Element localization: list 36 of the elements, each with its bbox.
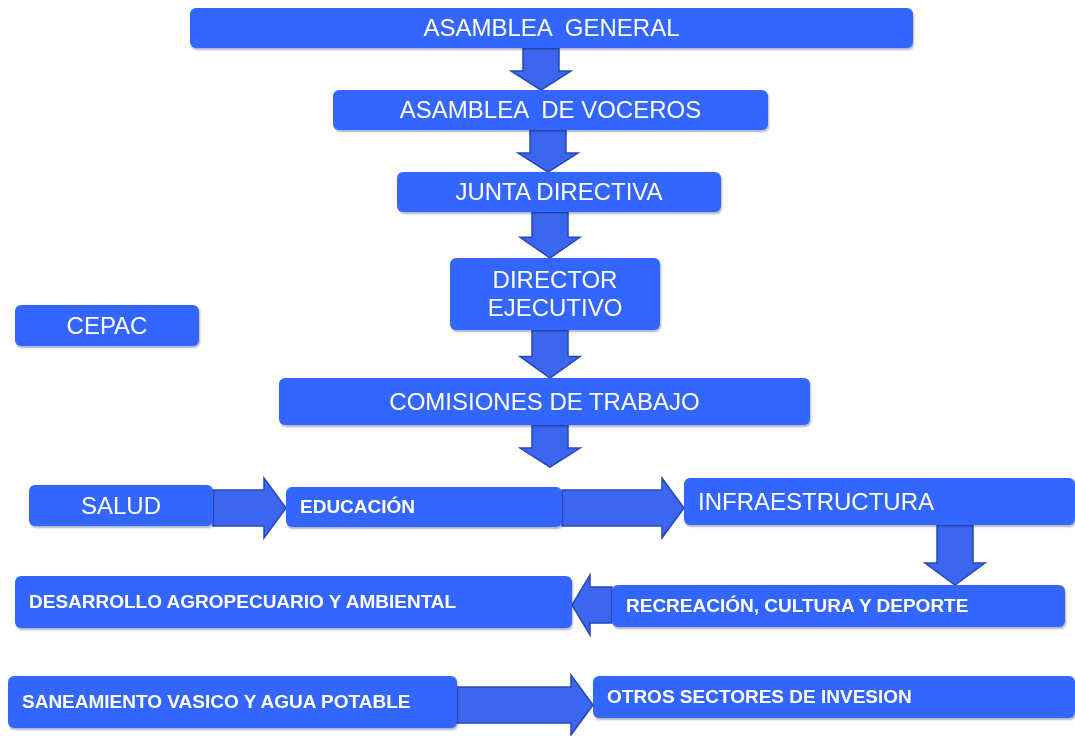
box-label: DIRECTOR EJECUTIVO	[486, 266, 624, 322]
org-box	[397, 172, 721, 212]
block-arrow	[922, 524, 988, 586]
block-arrow	[212, 475, 287, 541]
box-label: INFRAESTRUCTURA	[698, 487, 934, 516]
block-arrow	[561, 475, 685, 541]
box-label: ASAMBLEA GENERAL	[423, 14, 680, 42]
org-box	[15, 305, 199, 346]
org-box	[190, 8, 913, 48]
box-label: COMISIONES DE TRABAJO	[389, 387, 700, 416]
box-label: CEPAC	[66, 311, 148, 340]
org-box	[450, 258, 660, 330]
box-label: EDUCACIÓN	[300, 496, 416, 518]
org-box	[8, 676, 457, 728]
box-label: SALUD	[81, 491, 161, 520]
block-arrow	[515, 129, 581, 173]
block-arrow	[517, 424, 583, 468]
org-box	[15, 576, 572, 628]
block-arrow	[517, 329, 583, 379]
org-box	[612, 585, 1065, 627]
org-box	[29, 485, 213, 526]
org-box	[333, 90, 768, 130]
block-arrow	[517, 211, 583, 259]
box-label: ASAMBLEA DE VOCEROS	[399, 96, 702, 124]
org-box	[279, 378, 810, 425]
box-label: OTROS SECTORES DE INVESION	[607, 686, 912, 708]
block-arrow	[508, 47, 574, 91]
block-arrow	[456, 672, 594, 736]
block-arrow	[571, 572, 613, 638]
box-label: SANEAMIENTO VASICO Y AGUA POTABLE	[22, 691, 411, 713]
box-label: RECREACIÓN, CULTURA Y DEPORTE	[626, 595, 969, 617]
org-box	[684, 478, 1075, 525]
box-label: DESARROLLO AGROPECUARIO Y AMBIENTAL	[29, 591, 457, 613]
org-box	[593, 676, 1075, 718]
org-box	[286, 487, 562, 527]
box-label: JUNTA DIRECTIVA	[455, 178, 663, 206]
